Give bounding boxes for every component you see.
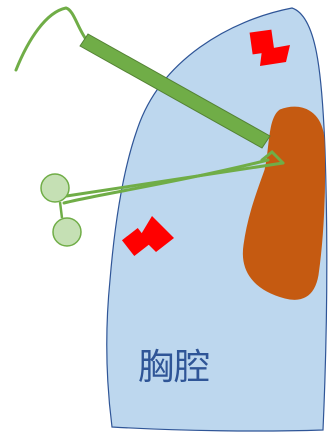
forceps-ring-connector [60,202,62,218]
thoracic-cavity-label: 胸腔 [138,348,210,388]
instrument-wire-upper [16,8,88,70]
forceps-ring-lower [53,218,81,246]
forceps-ring-upper [41,174,69,202]
